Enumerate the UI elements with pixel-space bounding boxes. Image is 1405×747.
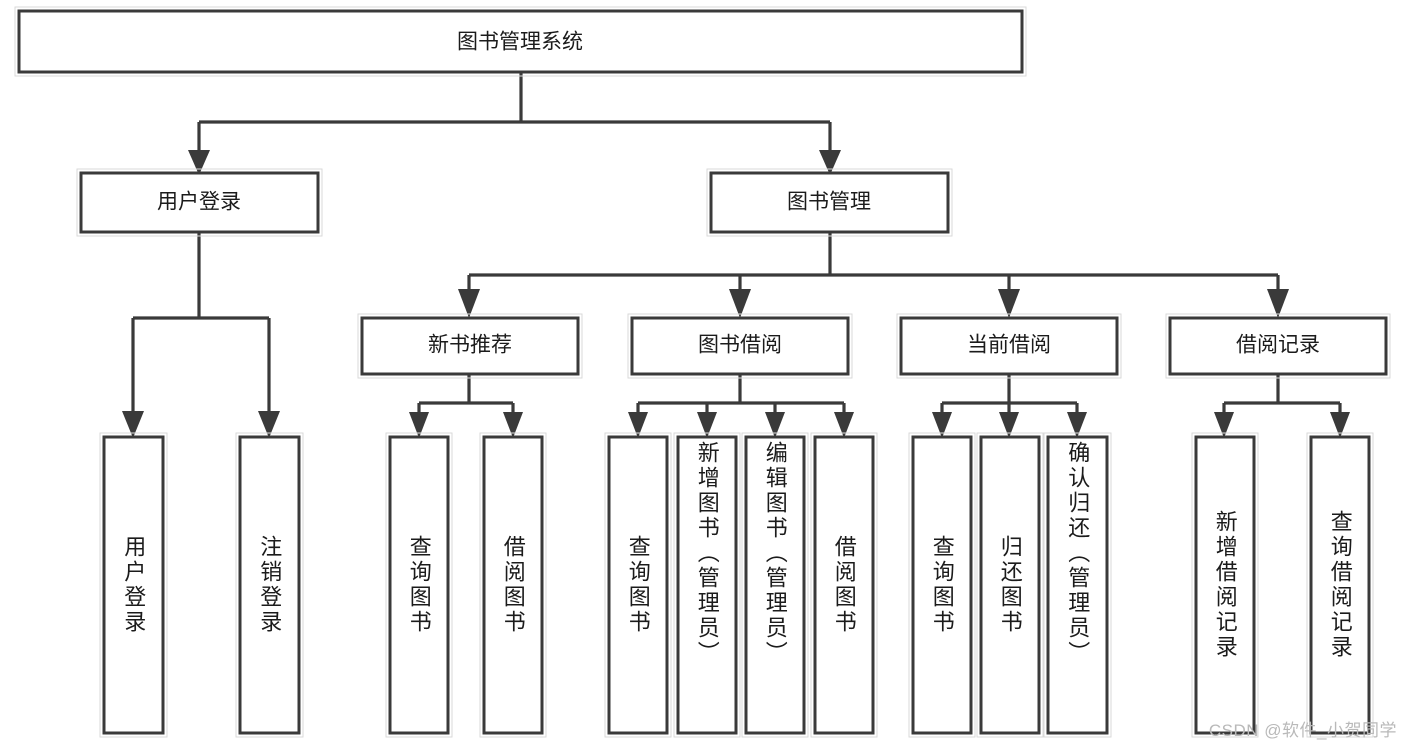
node-new-book-rec[interactable]: 新书推荐 (357, 313, 583, 379)
node-book-manage-label: 图书管理 (787, 191, 871, 214)
node-root-label: 图书管理系统 (457, 31, 583, 54)
leaf-borrow-book-1[interactable]: 借阅图书 (479, 432, 547, 738)
leaf-borrow-book-2-label: 借阅图书 (831, 535, 857, 635)
leaf-query-record[interactable]: 查询借阅记录 (1306, 432, 1374, 738)
arrowhead-icon (458, 289, 480, 318)
leaf-confirm-return[interactable]: 确认归还（管理员） (1043, 432, 1112, 738)
arrowhead-icon (1214, 412, 1234, 438)
leaf-logout-login-label: 注销登录 (257, 535, 283, 635)
leaf-query-record-label: 查询借阅记录 (1327, 510, 1353, 660)
arrowhead-icon (1330, 412, 1350, 438)
arrowhead-icon (765, 412, 785, 438)
node-book-borrow-label: 图书借阅 (698, 334, 782, 357)
arrowhead-icon (628, 412, 648, 438)
node-book-borrow[interactable]: 图书借阅 (627, 313, 853, 379)
leaf-add-record[interactable]: 新增借阅记录 (1191, 432, 1259, 738)
leaf-edit-book[interactable]: 编辑图书（管理员） (741, 432, 809, 738)
node-book-manage[interactable]: 图书管理 (706, 168, 953, 237)
node-current-borrow-label: 当前借阅 (967, 334, 1051, 357)
arrowhead-icon (729, 289, 751, 318)
leaf-return-book[interactable]: 归还图书 (976, 432, 1044, 738)
leaf-return-book-label: 归还图书 (997, 535, 1023, 635)
node-root[interactable]: 图书管理系统 (14, 6, 1027, 77)
leaf-user-login[interactable]: 用户登录 (99, 432, 168, 738)
leaf-add-book-label: 新增图书（管理员） (694, 441, 720, 666)
arrowhead-icon (1067, 412, 1087, 438)
leaf-query-book-2[interactable]: 查询图书 (604, 432, 672, 738)
leaf-query-book-3[interactable]: 查询图书 (908, 432, 976, 738)
node-current-borrow[interactable]: 当前借阅 (896, 313, 1122, 379)
node-user-login[interactable]: 用户登录 (76, 168, 323, 237)
arrowhead-icon (932, 412, 952, 438)
arrowhead-icon (1267, 289, 1289, 318)
leaf-borrow-book-2[interactable]: 借阅图书 (810, 432, 878, 738)
node-user-login-label: 用户登录 (157, 191, 241, 214)
arrowhead-icon (697, 412, 717, 438)
leaf-logout-login[interactable]: 注销登录 (235, 432, 304, 738)
leaf-query-book-1[interactable]: 查询图书 (385, 432, 453, 738)
leaf-add-book[interactable]: 新增图书（管理员） (673, 432, 741, 738)
arrowheads-layer (122, 150, 1350, 438)
arrowhead-icon (258, 411, 280, 438)
arrowhead-icon (819, 150, 841, 175)
leaf-add-record-label: 新增借阅记录 (1212, 510, 1238, 660)
node-borrow-record-label: 借阅记录 (1236, 334, 1320, 357)
arrowhead-icon (999, 412, 1019, 438)
leaf-query-book-1-label: 查询图书 (406, 535, 432, 635)
node-new-book-rec-label: 新书推荐 (428, 334, 512, 357)
arrowhead-icon (122, 411, 144, 438)
arrowhead-icon (998, 289, 1020, 318)
leaf-query-book-2-label: 查询图书 (625, 535, 651, 635)
leaf-confirm-return-label: 确认归还（管理员） (1065, 441, 1091, 666)
arrowhead-icon (409, 412, 429, 438)
leaf-edit-book-label: 编辑图书（管理员） (762, 441, 788, 666)
arrowhead-icon (503, 412, 523, 438)
node-borrow-record[interactable]: 借阅记录 (1165, 313, 1391, 379)
arrowhead-icon (834, 412, 854, 438)
arrowhead-icon (188, 150, 210, 175)
leaf-query-book-3-label: 查询图书 (929, 535, 955, 635)
leaf-user-login-label: 用户登录 (121, 535, 147, 635)
leaf-borrow-book-1-label: 借阅图书 (500, 535, 526, 635)
